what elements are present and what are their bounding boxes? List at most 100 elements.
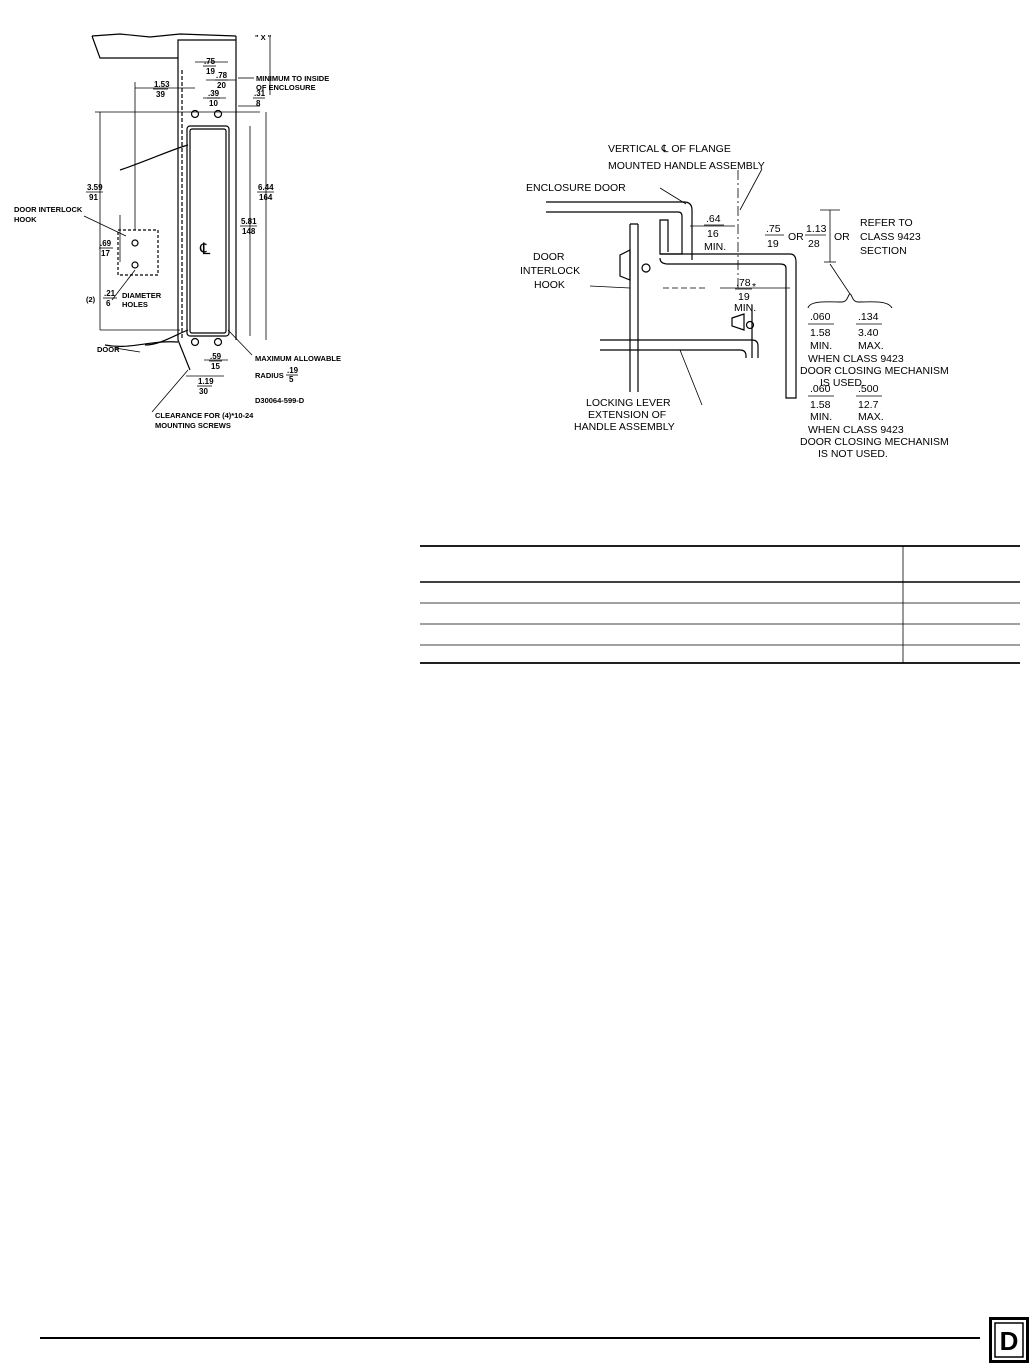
drawing-number: D30064-599-D bbox=[255, 396, 305, 405]
svg-text:1.58: 1.58 bbox=[810, 399, 831, 411]
svg-text:WHEN CLASS 9423: WHEN CLASS 9423 bbox=[808, 353, 904, 365]
clearance-label: MOUNTING SCREWS bbox=[155, 421, 231, 430]
dim-359-91: 3.59 91 bbox=[86, 183, 103, 202]
minimum-inside-label: OF ENCLOSURE bbox=[256, 83, 316, 92]
vertical-centerline-label: VERTICAL ℄ OF FLANGE bbox=[608, 143, 731, 155]
svg-text:1.53: 1.53 bbox=[154, 80, 170, 89]
refer-label: REFER TO bbox=[860, 217, 913, 229]
or-label: OR bbox=[788, 231, 804, 243]
dim-019-5: .19 5 bbox=[286, 366, 299, 384]
dim-075-19: .75 19 bbox=[765, 223, 784, 250]
enclosure-door-plate bbox=[546, 201, 693, 260]
svg-text:17: 17 bbox=[101, 249, 110, 258]
mounting-hole bbox=[190, 109, 200, 119]
svg-text:19: 19 bbox=[206, 67, 215, 76]
door-interlock-label: HOOK bbox=[534, 279, 565, 291]
svg-text:148: 148 bbox=[242, 227, 256, 236]
flange bbox=[659, 253, 797, 399]
dim-021-6: .21 6 bbox=[103, 289, 117, 308]
svg-text:3.59: 3.59 bbox=[87, 183, 103, 192]
svg-text:30: 30 bbox=[199, 387, 208, 396]
refer-label: SECTION bbox=[860, 245, 907, 257]
dim-031-8: .31 8 bbox=[253, 89, 266, 108]
svg-text:.69: .69 bbox=[100, 239, 112, 248]
door-interlock-label: DOOR bbox=[533, 251, 565, 263]
svg-text:IS USED.: IS USED. bbox=[820, 377, 865, 389]
clearance-label: CLEARANCE FOR (4)*10-24 bbox=[155, 411, 254, 420]
x-dimension-label: " X " bbox=[255, 33, 272, 42]
svg-text:.59: .59 bbox=[210, 352, 222, 361]
locking-lever-label: HANDLE ASSEMBLY bbox=[574, 421, 675, 433]
door-interlock-label: DOOR INTERLOCK bbox=[14, 205, 83, 214]
refer-label: CLASS 9423 bbox=[860, 231, 921, 243]
svg-text:MAX.: MAX. bbox=[858, 411, 884, 423]
enclosure-top-edge bbox=[91, 33, 237, 59]
locking-lever-label: EXTENSION OF bbox=[588, 409, 666, 421]
svg-text:.75: .75 bbox=[204, 57, 216, 66]
brand-logo: D bbox=[989, 1317, 1029, 1363]
max-radius-label: MAXIMUM ALLOWABLE bbox=[255, 354, 341, 363]
door-label: DOOR bbox=[97, 345, 120, 354]
svg-text:MIN.: MIN. bbox=[734, 302, 756, 314]
dim-059-15: .59 15 bbox=[209, 352, 222, 371]
dim-069-17: .69 17 bbox=[99, 239, 113, 258]
door-interlock-label: INTERLOCK bbox=[520, 265, 580, 277]
svg-text:6.44: 6.44 bbox=[258, 183, 274, 192]
dim-078-19: .78 19 MIN. bbox=[734, 277, 756, 314]
max-radius-label: RADIUS bbox=[255, 371, 284, 380]
vertical-centerline-label: MOUNTED HANDLE ASSEMBLY bbox=[608, 160, 765, 172]
interlock-hook-plate bbox=[117, 229, 159, 276]
svg-text:20: 20 bbox=[217, 81, 226, 90]
svg-text:.19: .19 bbox=[287, 366, 299, 375]
locking-lever bbox=[600, 305, 759, 358]
svg-text:16: 16 bbox=[707, 228, 719, 240]
svg-text:15: 15 bbox=[211, 362, 220, 371]
svg-text:19: 19 bbox=[738, 291, 750, 303]
enclosure-door-label: ENCLOSURE DOOR bbox=[526, 182, 626, 194]
svg-text:IS NOT USED.: IS NOT USED. bbox=[818, 448, 888, 460]
svg-text:.75: .75 bbox=[766, 223, 781, 235]
diameter-label: HOLES bbox=[122, 300, 148, 309]
mounting-hole bbox=[213, 109, 223, 119]
svg-text:D: D bbox=[1000, 1326, 1019, 1356]
svg-text:DOOR CLOSING MECHANISM: DOOR CLOSING MECHANISM bbox=[800, 436, 949, 448]
or-label: OR bbox=[834, 231, 850, 243]
asterisk-note: * bbox=[752, 281, 756, 293]
dim-581-148: 5.81 148 bbox=[240, 217, 257, 236]
svg-text:MAX.: MAX. bbox=[858, 340, 884, 352]
dim-113-28: 1.13 28 bbox=[805, 223, 827, 250]
svg-text:19: 19 bbox=[767, 238, 779, 250]
svg-text:5.81: 5.81 bbox=[241, 217, 257, 226]
clearance-when-used: .060 1.58 MIN. .134 3.40 MAX. WHEN CLASS… bbox=[800, 311, 949, 389]
svg-text:1.19: 1.19 bbox=[198, 377, 214, 386]
dim-064-16: .64 16 MIN. bbox=[704, 213, 726, 253]
svg-text:.134: .134 bbox=[858, 311, 879, 323]
minimum-inside-label: MINIMUM TO INSIDE bbox=[256, 74, 329, 83]
mounting-hole bbox=[213, 337, 223, 347]
svg-text:.21: .21 bbox=[104, 289, 116, 298]
dim-078-20: .78 20 bbox=[215, 71, 228, 90]
svg-text:DOOR CLOSING MECHANISM: DOOR CLOSING MECHANISM bbox=[800, 365, 949, 377]
svg-text:MIN.: MIN. bbox=[810, 340, 832, 352]
svg-text:.31: .31 bbox=[254, 89, 266, 98]
dim-644-164: 6.44 164 bbox=[257, 183, 274, 202]
svg-text:.78: .78 bbox=[216, 71, 228, 80]
svg-text:8: 8 bbox=[256, 99, 261, 108]
svg-text:MIN.: MIN. bbox=[704, 241, 726, 253]
svg-text:39: 39 bbox=[156, 90, 165, 99]
svg-text:3.40: 3.40 bbox=[858, 327, 879, 339]
svg-text:164: 164 bbox=[259, 193, 273, 202]
empty-table bbox=[420, 545, 1020, 664]
svg-text:10: 10 bbox=[209, 99, 218, 108]
svg-text:.060: .060 bbox=[810, 311, 831, 323]
svg-text:28: 28 bbox=[808, 238, 820, 250]
svg-text:.64: .64 bbox=[706, 213, 721, 225]
enclosure-cutout-drawing: " X " MINIMUM TO INSIDE OF ENCLOSURE DOO… bbox=[14, 33, 341, 430]
svg-text:6: 6 bbox=[106, 299, 111, 308]
svg-text:5: 5 bbox=[289, 375, 294, 384]
handle-assembly-drawing: VERTICAL ℄ OF FLANGE MOUNTED HANDLE ASSE… bbox=[520, 143, 949, 460]
footer-rule bbox=[40, 1337, 980, 1339]
locking-lever-label: LOCKING LEVER bbox=[586, 397, 671, 409]
cutout-slot bbox=[186, 125, 230, 337]
door-interlock-label: HOOK bbox=[14, 215, 37, 224]
